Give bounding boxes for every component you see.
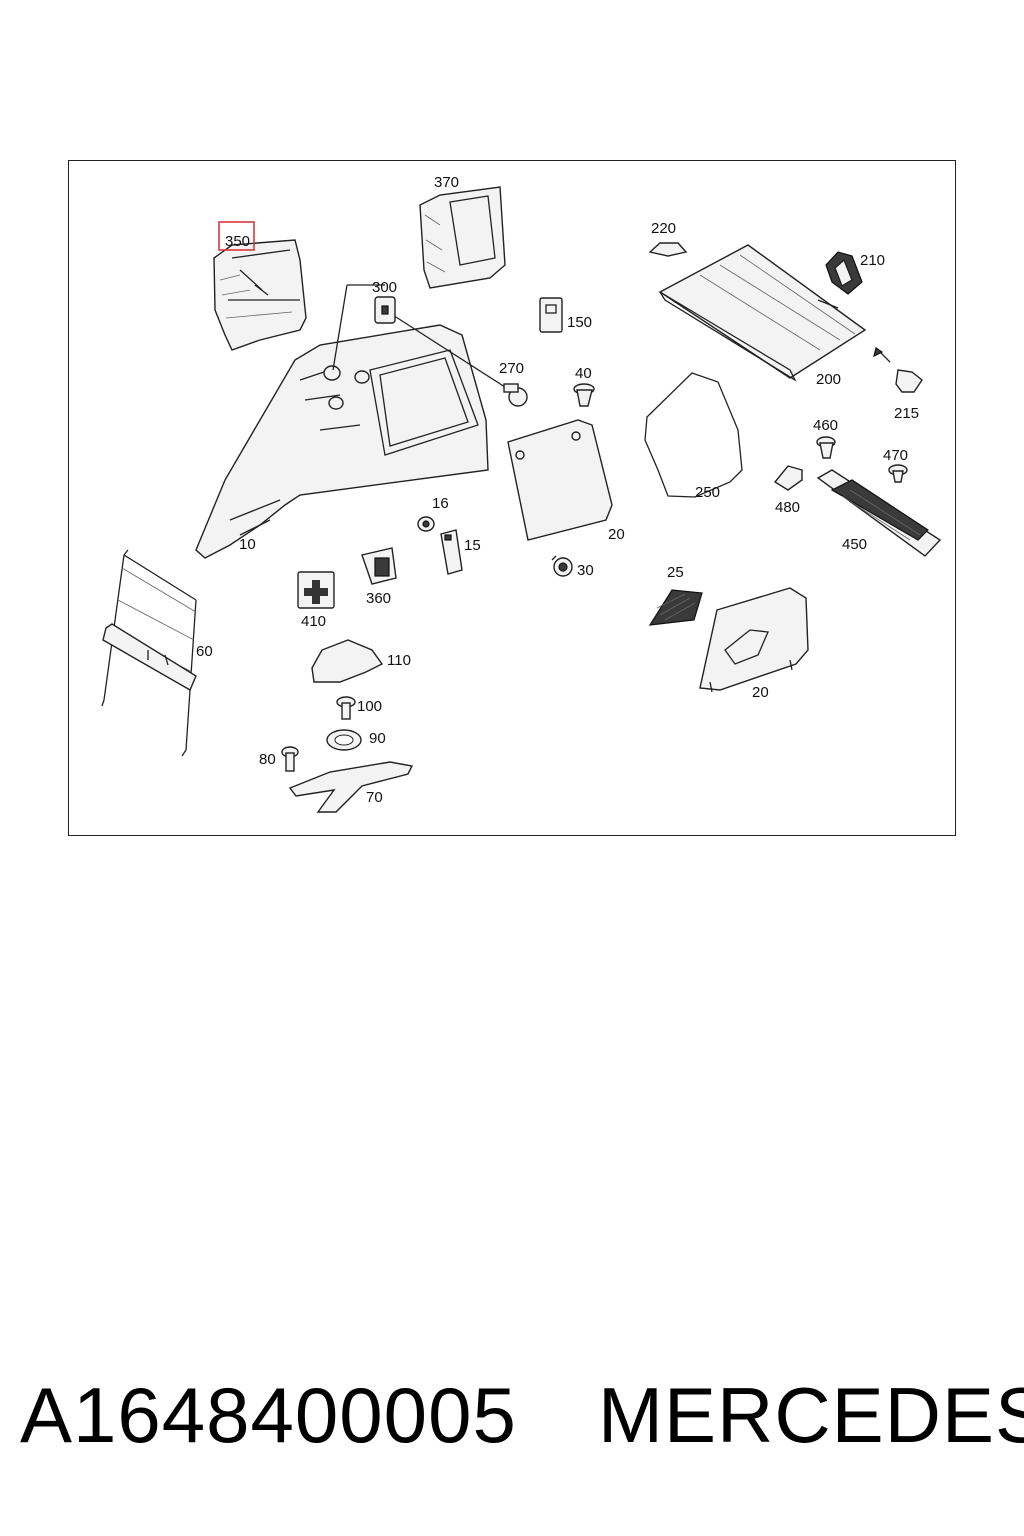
part-370-drawing: [419, 186, 506, 289]
part-460-drawing: [816, 436, 836, 459]
callout-480: 480: [775, 499, 800, 516]
part-250-drawing: [644, 372, 743, 498]
part-210-drawing: [825, 251, 863, 295]
callout-370: 370: [434, 174, 459, 191]
callout-450: 450: [842, 536, 867, 553]
callout-15: 15: [464, 537, 481, 554]
part-215-drawing: [873, 347, 923, 393]
leader-300: [332, 284, 506, 388]
part-10-drawing: [195, 324, 489, 559]
footer: A1648400005 MERCEDES: [0, 1370, 1024, 1470]
callout-80: 80: [259, 751, 276, 768]
callout-150: 150: [567, 314, 592, 331]
part-20-upper-drawing: [507, 419, 613, 541]
callout-40: 40: [575, 365, 592, 382]
part-number: A1648400005: [20, 1371, 517, 1459]
callout-470: 470: [883, 447, 908, 464]
part-16-drawing: [417, 516, 435, 532]
callout-70: 70: [366, 789, 383, 806]
callout-360: 360: [366, 590, 391, 607]
callout-60: 60: [196, 643, 213, 660]
brand-name: MERCEDES: [598, 1371, 1024, 1459]
part-480-drawing: [773, 465, 803, 491]
part-110-drawing: [311, 639, 384, 683]
callout-250: 250: [695, 484, 720, 501]
callout-110: 110: [387, 652, 411, 669]
part-30-drawing: [551, 555, 573, 577]
part-25-drawing: [648, 589, 703, 626]
callout-30: 30: [577, 562, 594, 579]
callout-20-lower: 20: [752, 684, 769, 701]
callout-10: 10: [239, 536, 256, 553]
callout-20-upper: 20: [608, 526, 625, 543]
callout-25: 25: [667, 564, 684, 581]
callout-460: 460: [813, 417, 838, 434]
part-300-drawing: [374, 296, 396, 324]
part-80-drawing: [281, 746, 299, 772]
part-150-drawing: [539, 297, 563, 333]
part-70-drawing: [288, 761, 414, 813]
part-40-drawing: [573, 383, 595, 407]
part-20-lower-drawing: [699, 587, 809, 693]
callout-270: 270: [499, 360, 524, 377]
part-15-drawing: [440, 529, 463, 575]
part-90-drawing: [326, 729, 362, 751]
callout-90: 90: [369, 730, 386, 747]
callout-220: 220: [651, 220, 676, 237]
callout-300: 300: [372, 279, 397, 296]
callout-210: 210: [860, 252, 885, 269]
callout-100: 100: [357, 698, 382, 715]
callout-200: 200: [816, 371, 841, 388]
callout-215: 215: [894, 405, 919, 422]
part-450-drawing: [816, 469, 942, 557]
part-220-drawing: [648, 242, 688, 257]
part-360-drawing: [361, 547, 397, 585]
part-60-drawing: [101, 549, 197, 757]
callout-410: 410: [301, 613, 326, 630]
part-470-drawing: [888, 464, 908, 483]
part-100-drawing: [336, 696, 356, 720]
callout-350-highlight: [218, 221, 255, 251]
callout-16: 16: [432, 495, 449, 512]
diagram-frame: [68, 160, 956, 836]
callout-350: 350: [225, 233, 250, 250]
part-200-drawing: [658, 244, 867, 382]
part-270-drawing: [503, 383, 528, 407]
part-410-drawing: [297, 571, 335, 609]
part-350-drawing: [213, 239, 307, 351]
